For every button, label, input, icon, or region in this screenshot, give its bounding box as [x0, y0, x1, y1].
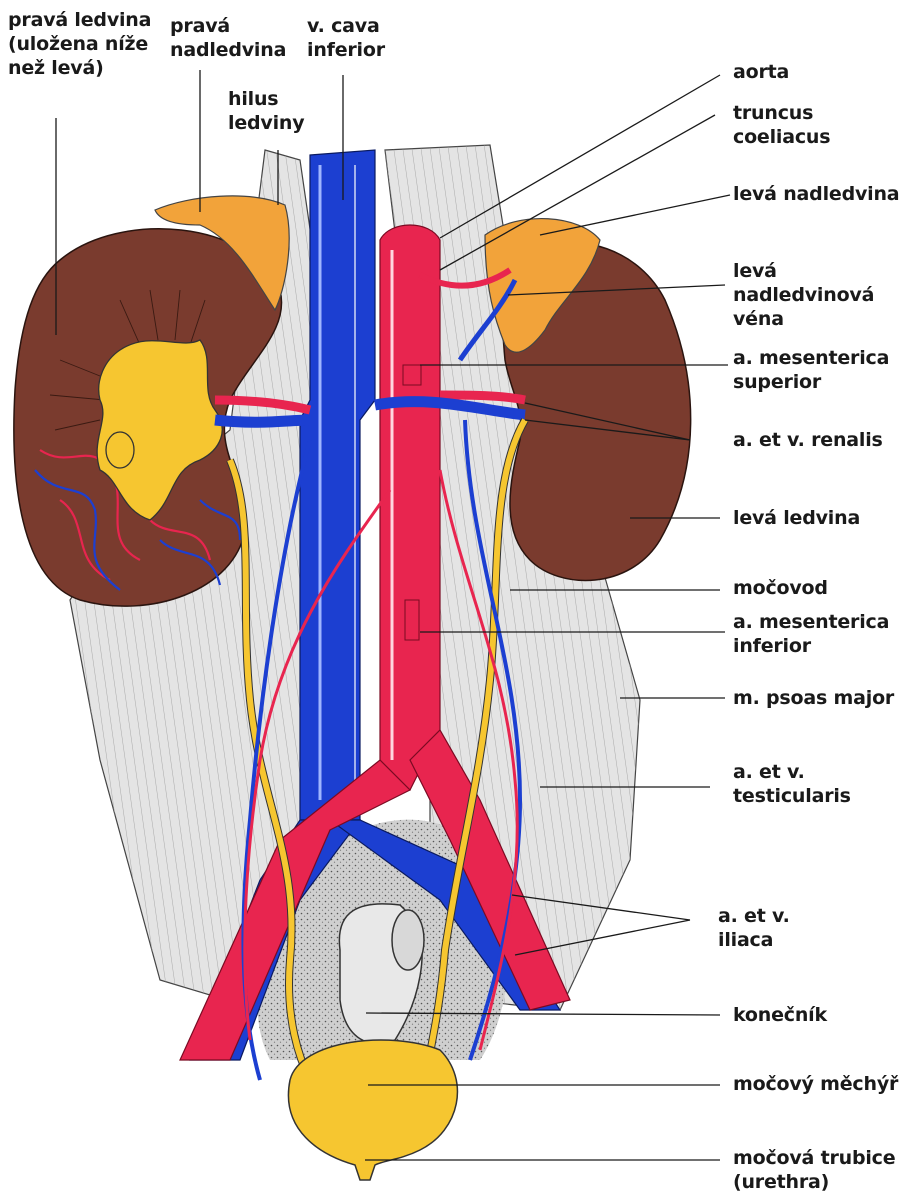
label-left-kidney: levá ledvina: [733, 506, 860, 530]
label-right-adrenal: pravá nadledvina: [170, 14, 286, 62]
label-psoas-major: m. psoas major: [733, 686, 894, 710]
label-rectum: konečník: [733, 1003, 827, 1027]
label-urethra: močová trubice (urethra): [733, 1146, 895, 1194]
label-celiac-trunk: truncus coeliacus: [733, 101, 830, 149]
label-renal-hilum: hilus ledviny: [228, 87, 304, 135]
label-iliac-vessels: a. et v. iliaca: [718, 904, 790, 952]
urinary-bladder: [288, 1040, 457, 1180]
label-superior-mesenteric-artery: a. mesenterica superior: [733, 346, 889, 394]
label-testicular-vessels: a. et v. testicularis: [733, 760, 851, 808]
label-ureter: močovod: [733, 576, 828, 600]
label-ivc: v. cava inferior: [307, 14, 385, 62]
label-left-adrenal-vein: levá nadledvinová véna: [733, 259, 916, 331]
label-right-kidney: pravá ledvina (uložena níže než levá): [8, 8, 151, 80]
label-aorta: aorta: [733, 60, 789, 84]
label-urinary-bladder: močový měchýř: [733, 1072, 898, 1096]
label-left-adrenal: levá nadledvina: [733, 182, 899, 206]
label-inferior-mesenteric-artery: a. mesenterica inferior: [733, 610, 889, 658]
label-renal-vessels: a. et v. renalis: [733, 428, 883, 452]
